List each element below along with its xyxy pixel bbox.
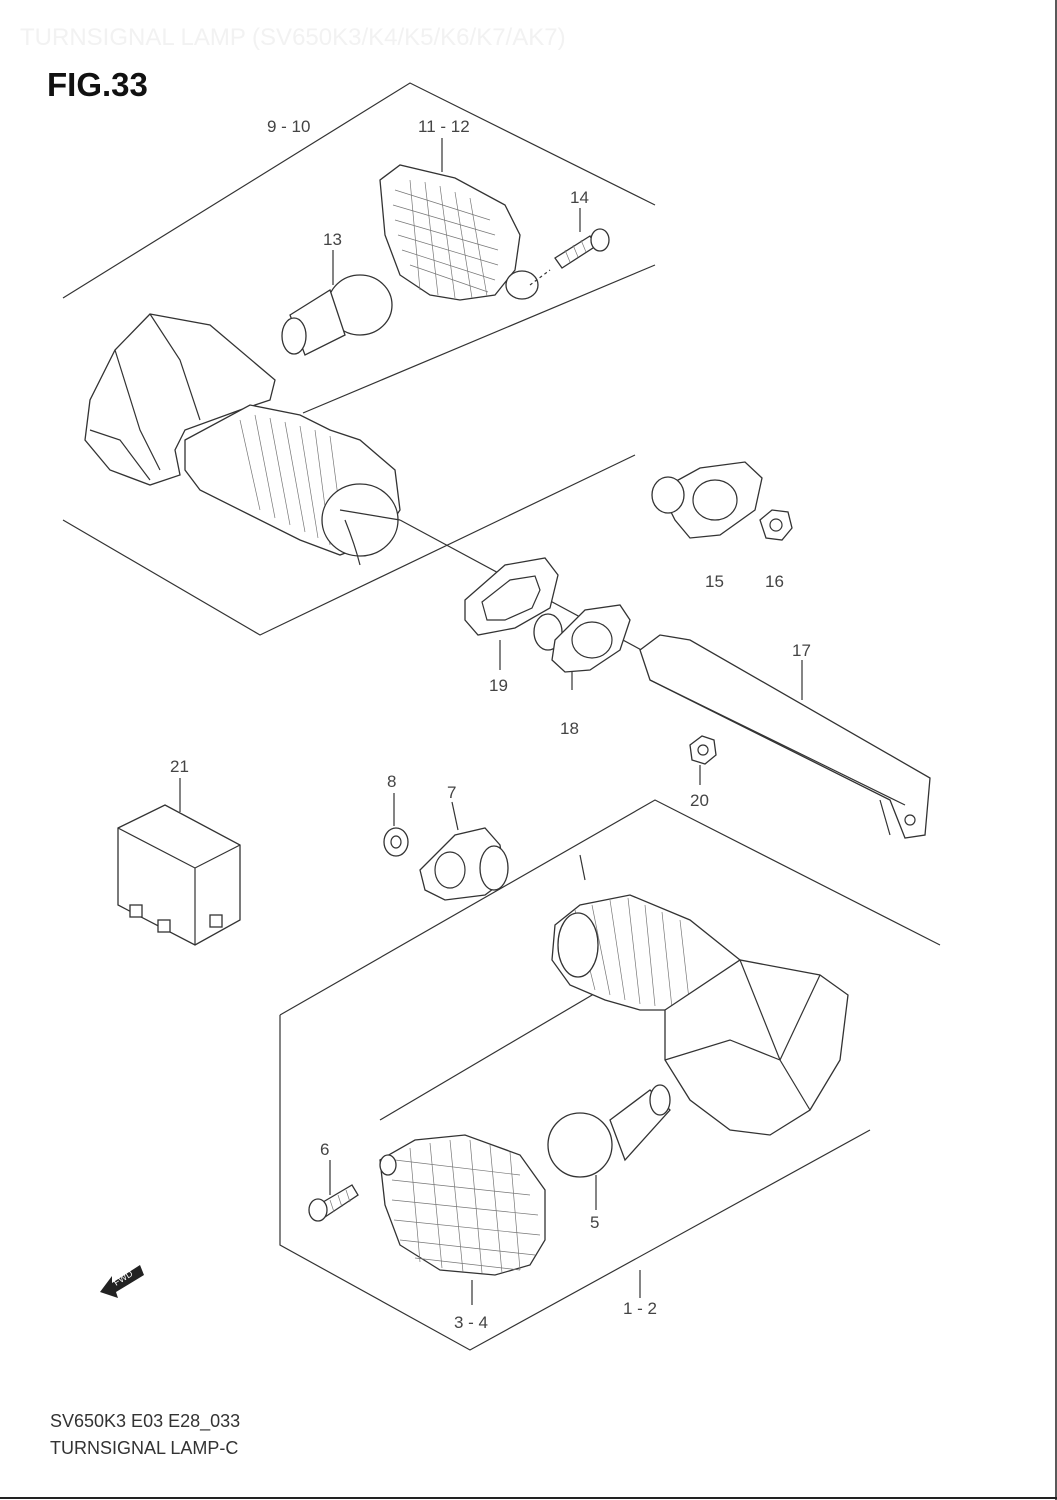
- callout-19: 19: [489, 676, 508, 695]
- nut-16: [759, 509, 793, 541]
- page-title: TURNSIGNAL LAMP (SV650K3/K4/K5/K6/K7/AK7…: [20, 24, 566, 51]
- relay-21: [117, 778, 241, 946]
- callout-5: 5: [590, 1213, 599, 1232]
- upper-bulb: [281, 274, 393, 356]
- callout-21: 21: [170, 757, 189, 776]
- upper-lens: [84, 313, 276, 486]
- callout-labels: 9 - 10 11 - 12 14 13 15 16 19 17 18 21 8…: [170, 117, 811, 1332]
- callout-7: 7: [447, 783, 456, 802]
- footer-code: SV650K3 E03 E28_033: [50, 1411, 240, 1432]
- callout-17: 17: [792, 641, 811, 660]
- upper-housing-body: [184, 404, 401, 566]
- lower-assembly-frame: [279, 799, 941, 1351]
- upper-screw: [554, 228, 610, 269]
- callout-6: 6: [320, 1140, 329, 1159]
- lower-housing-body: [551, 894, 746, 1011]
- stay-17: [639, 634, 931, 839]
- upper-reflector: [379, 164, 539, 301]
- callout-8: 8: [387, 772, 396, 791]
- callout-1-2: 1 - 2: [623, 1299, 657, 1318]
- callout-13: 13: [323, 230, 342, 249]
- washer-8: [383, 793, 409, 857]
- lower-screw: [308, 1160, 359, 1222]
- lower-lens: [664, 959, 849, 1136]
- leader-lines-lower: [471, 854, 641, 1305]
- callout-18: 18: [560, 719, 579, 738]
- grommet-7: [419, 801, 509, 901]
- grommet-15: [651, 461, 763, 539]
- fwd-arrow: FWD: [100, 1265, 144, 1298]
- figure-number: FIG.33: [47, 66, 148, 103]
- gasket-19: [464, 557, 559, 636]
- callout-14: 14: [570, 188, 589, 207]
- callout-3-4: 3 - 4: [454, 1313, 488, 1332]
- nut-20: [689, 735, 717, 765]
- grommet-18: [533, 604, 631, 673]
- callout-11-12: 11 - 12: [418, 117, 470, 136]
- upper-assembly-frame: [62, 82, 656, 636]
- lower-reflector: [379, 1134, 546, 1276]
- callout-20: 20: [690, 791, 709, 810]
- callout-15: 15: [705, 572, 724, 591]
- leader-lines-middle: [499, 640, 803, 785]
- callout-16: 16: [765, 572, 784, 591]
- callout-9-10: 9 - 10: [267, 117, 310, 136]
- footer-name: TURNSIGNAL LAMP-C: [50, 1438, 238, 1458]
- lower-bulb: [547, 1084, 671, 1210]
